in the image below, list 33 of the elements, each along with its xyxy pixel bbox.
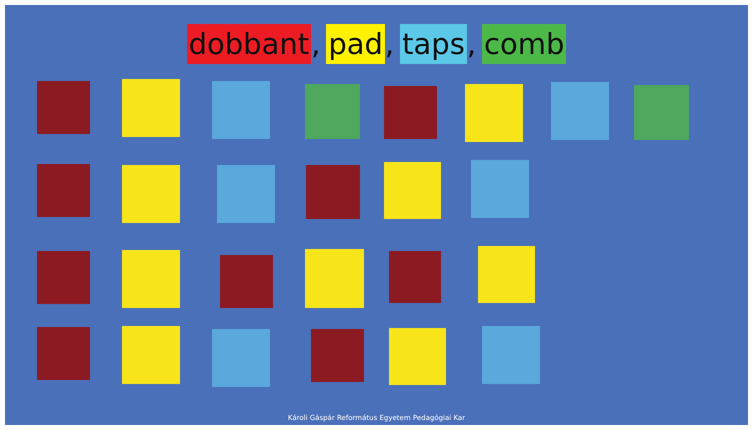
square-card xyxy=(122,250,180,308)
square-card xyxy=(311,329,364,382)
square-card xyxy=(384,162,441,219)
square-card xyxy=(37,251,90,304)
legend-word: taps xyxy=(400,24,467,64)
square-card xyxy=(634,85,689,140)
comma: , xyxy=(466,26,476,63)
square-card xyxy=(37,164,90,217)
square-card xyxy=(212,81,270,139)
square-card xyxy=(122,165,180,223)
square-card xyxy=(482,326,540,384)
square-card xyxy=(305,84,360,139)
square-card xyxy=(551,82,609,140)
comma: , xyxy=(384,26,394,63)
square-card xyxy=(220,255,273,308)
legend-word: pad xyxy=(326,24,385,64)
comma: , xyxy=(311,26,320,63)
square-card xyxy=(465,84,523,142)
legend-word: dobbant xyxy=(186,24,312,64)
square-card xyxy=(37,81,90,134)
square-card xyxy=(305,249,364,308)
square-card xyxy=(212,329,270,387)
square-card xyxy=(122,326,180,384)
square-card xyxy=(384,86,437,139)
square-card xyxy=(478,246,535,303)
square-card xyxy=(471,160,529,218)
square-card xyxy=(217,165,275,223)
square-card xyxy=(37,327,90,380)
square-card xyxy=(306,165,360,219)
square-card xyxy=(122,79,180,137)
square-card xyxy=(389,328,446,385)
legend-word: comb xyxy=(482,24,566,64)
square-card xyxy=(389,251,441,303)
